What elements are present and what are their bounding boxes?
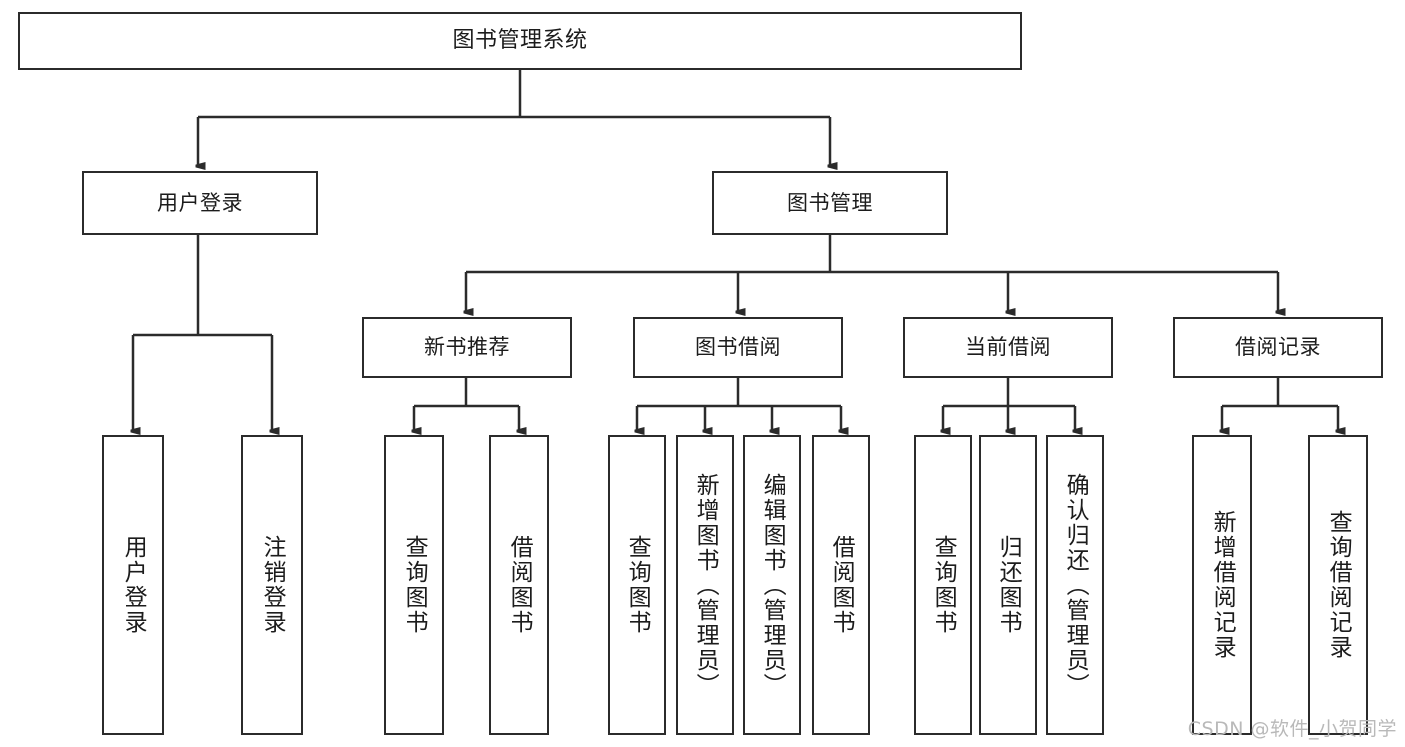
node-label: 用户登录 [157,190,243,215]
node-label: 图书管理 [787,190,873,215]
node-label: 图书管理系统 [452,28,588,54]
node-label: 归还图书 [995,535,1022,635]
node-root-system[interactable]: 图书管理系统 [18,12,1022,70]
leaf-user-login[interactable]: 用户登录 [102,435,164,735]
node-label: 查询借阅记录 [1325,510,1352,660]
leaf-query-book-recommend[interactable]: 查询图书 [384,435,444,735]
node-label: 确认归还（管理员） [1062,472,1089,698]
node-label: 新增图书（管理员） [692,472,719,698]
leaf-query-book-borrow[interactable]: 查询图书 [608,435,666,735]
leaf-confirm-return-admin[interactable]: 确认归还（管理员） [1046,435,1104,735]
node-current-borrow[interactable]: 当前借阅 [903,317,1113,378]
node-user-login[interactable]: 用户登录 [82,171,318,235]
node-label: 新增借阅记录 [1209,510,1236,660]
node-label: 借阅图书 [506,535,533,635]
leaf-borrow-book[interactable]: 借阅图书 [812,435,870,735]
node-new-book-recommend[interactable]: 新书推荐 [362,317,572,378]
leaf-logout[interactable]: 注销登录 [241,435,303,735]
node-label: 查询图书 [401,535,428,635]
node-label: 注销登录 [259,535,286,635]
leaf-return-book[interactable]: 归还图书 [979,435,1037,735]
node-borrow-record[interactable]: 借阅记录 [1173,317,1383,378]
node-label: 借阅图书 [828,535,855,635]
watermark: CSDN @软件_小贺同学 [1187,718,1397,740]
leaf-query-book-current[interactable]: 查询图书 [914,435,972,735]
leaf-borrow-book-recommend[interactable]: 借阅图书 [489,435,549,735]
leaf-edit-book-admin[interactable]: 编辑图书（管理员） [743,435,801,735]
node-label: 用户登录 [120,535,147,635]
node-label: 编辑图书（管理员） [759,472,786,698]
node-label: 图书借阅 [695,335,781,360]
node-label: 新书推荐 [424,335,510,360]
node-label: 查询图书 [930,535,957,635]
node-label: 借阅记录 [1235,335,1321,360]
leaf-add-book-admin[interactable]: 新增图书（管理员） [676,435,734,735]
node-label: 查询图书 [624,535,651,635]
leaf-add-borrow-record[interactable]: 新增借阅记录 [1192,435,1252,735]
node-book-management[interactable]: 图书管理 [712,171,948,235]
node-book-borrow[interactable]: 图书借阅 [633,317,843,378]
leaf-query-borrow-record[interactable]: 查询借阅记录 [1308,435,1368,735]
node-label: 当前借阅 [965,335,1051,360]
